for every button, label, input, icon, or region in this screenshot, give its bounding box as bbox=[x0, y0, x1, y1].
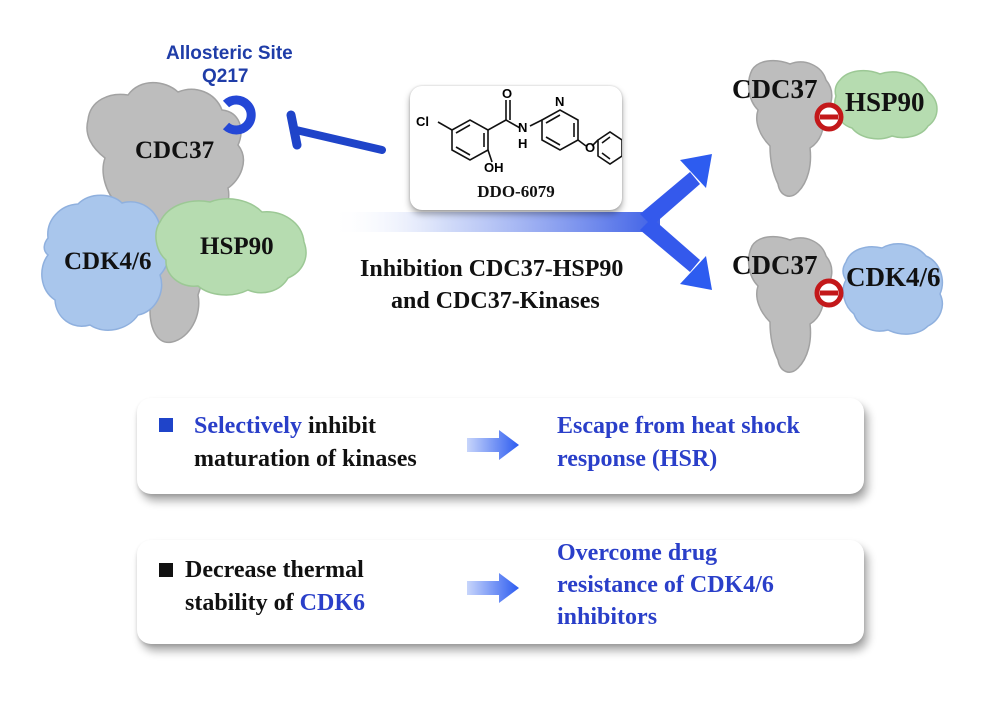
allosteric-site-marker bbox=[222, 95, 256, 135]
panel1-right-line1: Escape from heat shock bbox=[557, 413, 800, 439]
branch-arrow-down bbox=[640, 218, 712, 290]
panel1-highlight-selectively: Selectively bbox=[194, 413, 302, 439]
panel2-left-line2: stability of CDK6 bbox=[185, 588, 365, 619]
panel2-highlight-cdk6: CDK6 bbox=[299, 590, 366, 616]
atom-oh: OH bbox=[484, 160, 504, 175]
panel2-right-line3: inhibitors bbox=[557, 604, 658, 630]
atom-h-amide: H bbox=[518, 136, 528, 151]
atom-o-ether: O bbox=[585, 140, 596, 155]
summary-panel-1: Selectively inhibit maturation of kinase… bbox=[137, 398, 864, 494]
allosteric-site-title: Allosteric Site bbox=[166, 43, 293, 64]
panel1-left-line2: maturation of kinases bbox=[194, 446, 417, 472]
cdk46-protein-right bbox=[842, 243, 944, 335]
atom-cl: Cl bbox=[416, 114, 429, 129]
mechanism-text-line2: and CDC37-Kinases bbox=[391, 288, 600, 314]
allosteric-residue: Q217 bbox=[202, 66, 249, 87]
compound-box: Cl O N H N O OH DDO-6079 bbox=[410, 86, 622, 210]
panel2-left-line1: Decrease thermal bbox=[185, 557, 364, 583]
panel1-inhibit-text: inhibit bbox=[301, 413, 376, 439]
atom-o-carbonyl: O bbox=[502, 86, 513, 101]
panel2-stability-text: stability of bbox=[185, 590, 300, 616]
cdc37-label-right-top: CDC37 bbox=[732, 74, 818, 104]
summary-panel-2: Decrease thermal stability of CDK6 Overc… bbox=[137, 540, 864, 644]
cdc37-label-right-bottom: CDC37 bbox=[732, 250, 818, 280]
panel1-right-line2: response (HSR) bbox=[557, 446, 718, 472]
cdk46-label-right: CDK4/6 bbox=[846, 262, 941, 292]
panel2-right-line1: Overcome drug bbox=[557, 540, 718, 566]
cdk46-protein-left bbox=[41, 194, 170, 331]
compound-name: DDO-6079 bbox=[477, 182, 555, 201]
ddo-6079-structure bbox=[437, 100, 622, 165]
bullet-black-square bbox=[159, 563, 173, 577]
cdc37-label-left: CDC37 bbox=[135, 137, 215, 164]
cdk46-label-left: CDK4/6 bbox=[64, 248, 152, 275]
hsp90-protein-left bbox=[155, 198, 307, 296]
bullet-blue-square bbox=[159, 418, 173, 432]
inhibit-symbol-top bbox=[814, 102, 844, 132]
panel1-left-line1: Selectively inhibit bbox=[194, 411, 376, 442]
panel2-right-line2: resistance of CDK4/6 bbox=[557, 572, 774, 598]
hsp90-protein-right bbox=[834, 69, 938, 140]
hsp90-label-left: HSP90 bbox=[200, 233, 274, 260]
panel2-arrow bbox=[467, 573, 519, 603]
branch-arrow-up bbox=[640, 154, 712, 226]
mechanism-beam bbox=[330, 212, 660, 232]
inhibit-symbol-bottom bbox=[814, 278, 844, 308]
hsp90-label-right: HSP90 bbox=[845, 87, 925, 117]
mechanism-text-line1: Inhibition CDC37-HSP90 bbox=[360, 256, 624, 282]
inhibition-t-bar bbox=[286, 110, 386, 154]
panel1-arrow bbox=[467, 430, 519, 460]
atom-n-amide: N bbox=[518, 120, 528, 135]
cdc37-protein-right-bottom bbox=[747, 235, 833, 373]
cdc37-protein-right-top bbox=[747, 59, 833, 197]
atom-n-pyridine: N bbox=[555, 94, 565, 109]
